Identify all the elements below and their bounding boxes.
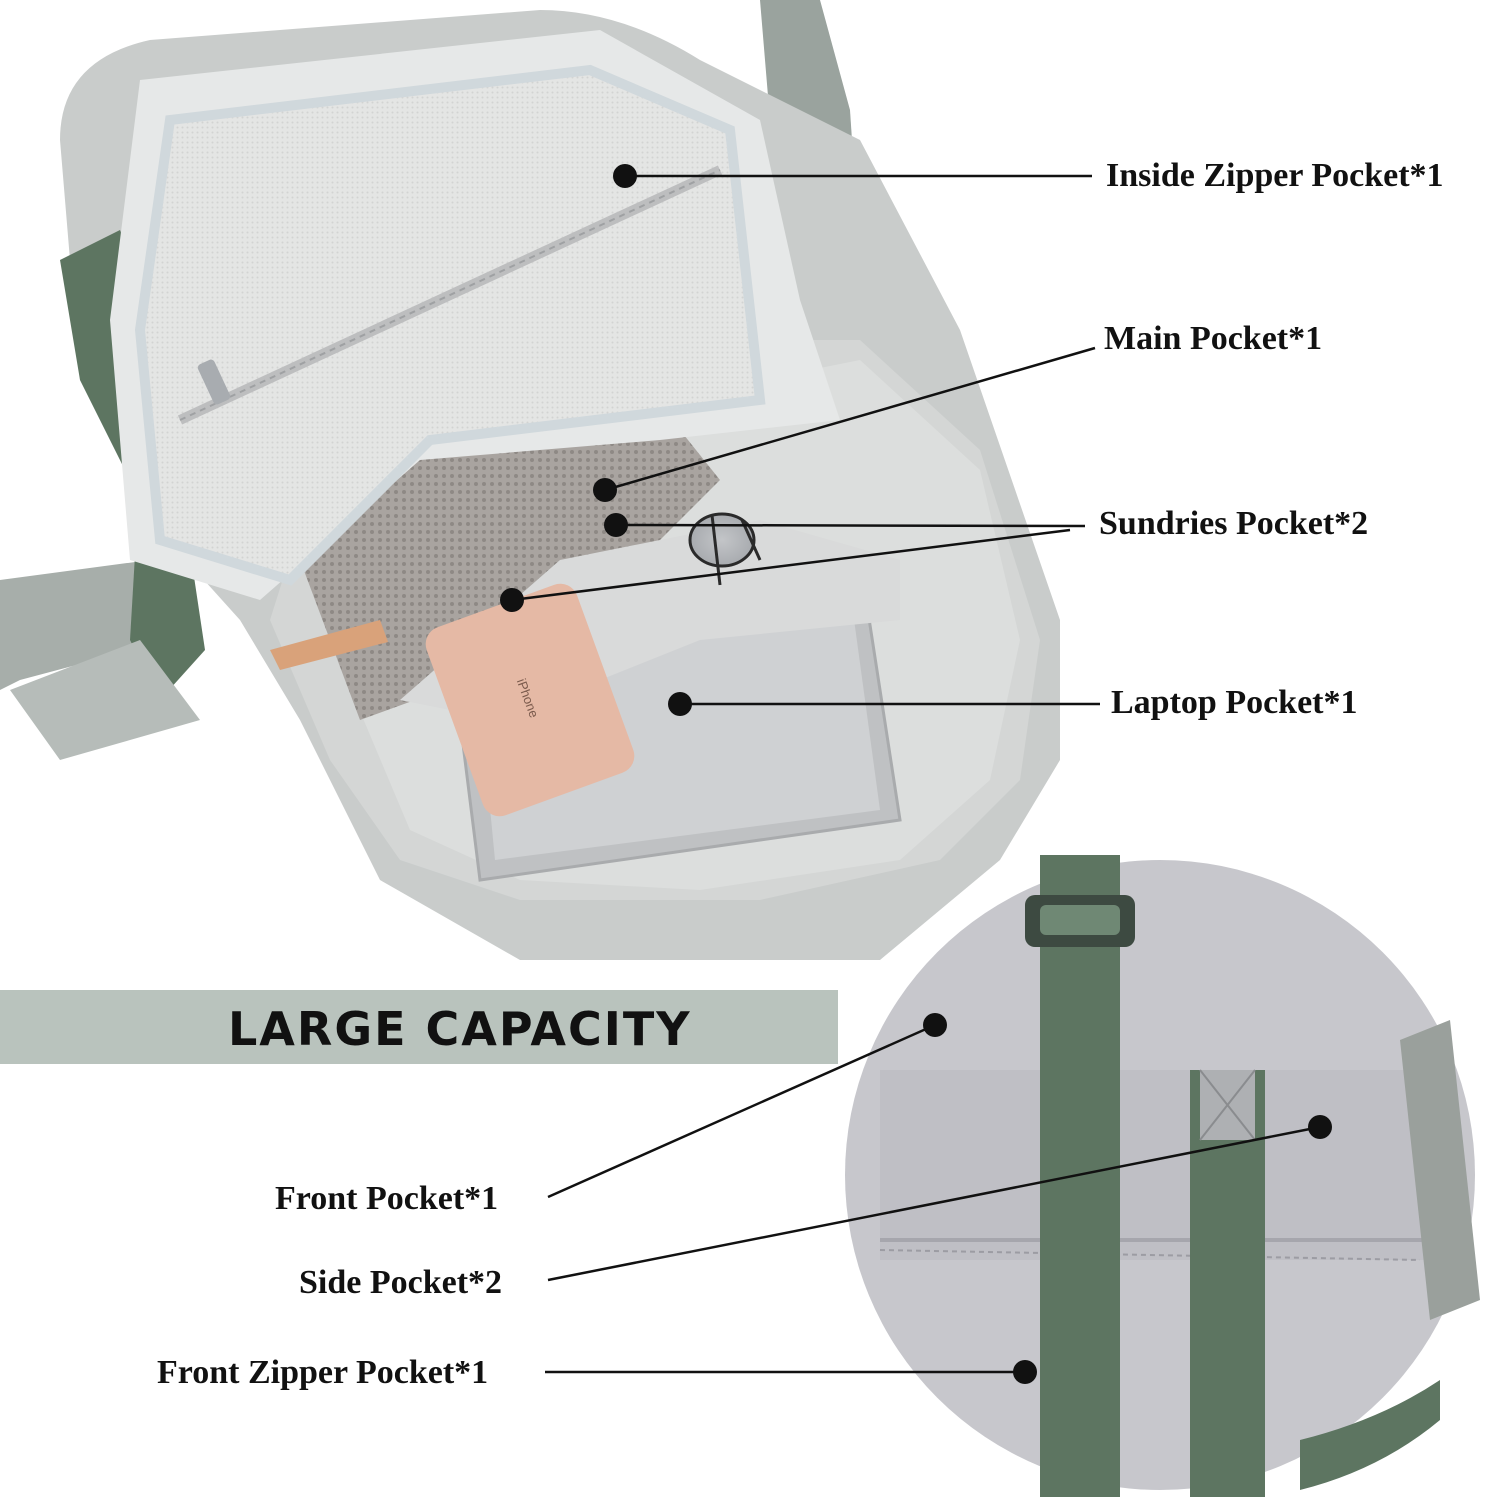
phone: iPhone	[425, 583, 635, 817]
front-detail-circle	[845, 855, 1480, 1497]
backpack-open-top: iPhone	[0, 0, 1060, 960]
label-main-pocket: Main Pocket*1	[1104, 320, 1323, 357]
label-inside-zipper-pocket: Inside Zipper Pocket*1	[1106, 157, 1444, 194]
banner-heading: LARGE CAPACITY	[228, 1002, 692, 1056]
callout-leaders	[500, 164, 1332, 1384]
label-side-pocket: Side Pocket*2	[299, 1264, 503, 1301]
label-laptop-pocket: Laptop Pocket*1	[1111, 684, 1358, 721]
label-sundries-pocket: Sundries Pocket*2	[1099, 505, 1369, 542]
label-front-pocket: Front Pocket*1	[275, 1180, 499, 1217]
capacity-banner	[0, 990, 838, 1064]
label-front-zipper-pocket: Front Zipper Pocket*1	[157, 1354, 489, 1391]
